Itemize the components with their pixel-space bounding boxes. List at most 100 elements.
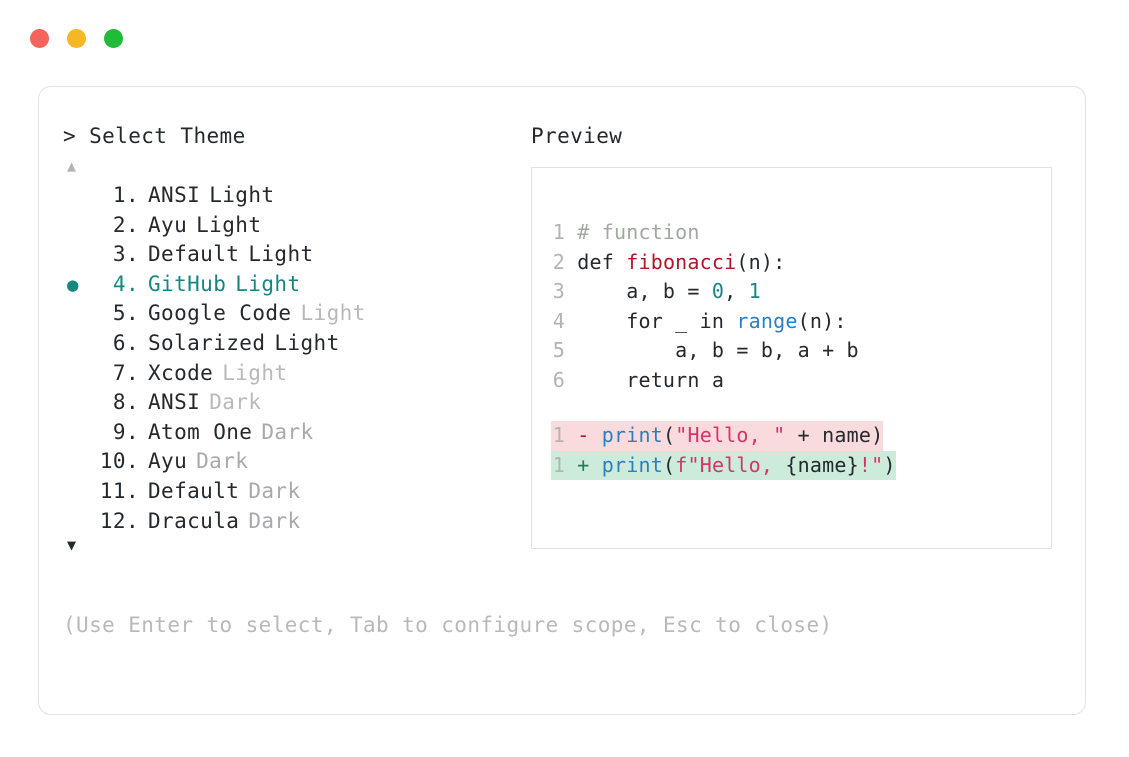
token-text: a, b = b, a + b xyxy=(577,338,859,362)
code-line: 1 # function xyxy=(551,218,1051,248)
token-builtin: range xyxy=(736,308,798,333)
list-item[interactable]: 7. Xcode Light xyxy=(63,359,531,389)
line-number: 5 xyxy=(552,338,565,362)
list-item[interactable]: 9. Atom One Dark xyxy=(63,418,531,448)
list-item[interactable]: 10. Ayu Dark xyxy=(63,447,531,477)
selection-bullet: ● xyxy=(67,273,79,296)
item-number: 6. xyxy=(112,330,139,355)
list-item[interactable]: 12. Dracula Dark xyxy=(63,507,531,537)
token-punct: ) xyxy=(883,452,896,477)
preview-panel: 1 # function 2 def fibonacci(n): 3 a, b … xyxy=(531,167,1052,549)
item-variant: Light xyxy=(196,212,262,237)
line-number: 1 xyxy=(552,220,565,244)
item-name: Solarized xyxy=(148,330,266,355)
token-text: for _ in xyxy=(577,308,737,333)
line-number: 3 xyxy=(552,279,565,303)
item-variant: Light xyxy=(274,330,340,355)
list-item[interactable]: 3. Default Light xyxy=(63,240,531,270)
page-title: > Select Theme xyxy=(63,121,531,151)
item-name: Atom One xyxy=(148,419,253,444)
scroll-down-icon[interactable]: ▼ xyxy=(67,536,77,555)
list-item-selected[interactable]: ● 4. GitHub Light xyxy=(63,270,531,300)
token-keyword: def xyxy=(577,249,627,274)
line-number: 6 xyxy=(552,367,565,392)
list-item[interactable]: 11. Default Dark xyxy=(63,477,531,507)
item-variant: Light xyxy=(209,183,275,207)
prompt-marker: > xyxy=(63,124,77,148)
token-number: 0 xyxy=(711,279,725,303)
diff-line-added: 1 + print(f"Hello, {name}!") xyxy=(551,450,896,480)
list-item[interactable]: 1. ANSI Light xyxy=(63,181,531,211)
list-item[interactable]: 2. Ayu Light xyxy=(63,211,531,241)
token-string: !" xyxy=(858,452,884,477)
theme-list-column: > Select Theme ▲ 1. ANSI Light 2. Ayu Li… xyxy=(63,121,531,621)
item-variant: Light xyxy=(222,360,288,385)
code-sample: 1 # function 2 def fibonacci(n): 3 a, b … xyxy=(532,196,1051,395)
item-variant: Dark xyxy=(196,449,249,474)
code-line: 4 for _ in range(n): xyxy=(551,307,1051,337)
item-number: 8. xyxy=(112,390,139,415)
token-comment: # function xyxy=(577,220,700,244)
token-punct: , xyxy=(724,279,749,303)
item-number: 5. xyxy=(112,301,139,326)
token-punct: ( xyxy=(662,452,676,477)
token-punct: ( xyxy=(662,423,676,447)
line-number: 1 xyxy=(552,423,565,447)
preview-column: Preview 1 # function 2 def fibonacci(n):… xyxy=(531,121,1055,621)
item-name: ANSI xyxy=(148,390,201,415)
token-punct: (n): xyxy=(736,249,786,274)
diff-marker-added: + xyxy=(577,452,590,477)
code-line: 5 a, b = b, a + b xyxy=(551,336,1051,366)
item-variant: Light xyxy=(235,271,301,296)
diff-marker-removed: - xyxy=(577,423,590,447)
item-name: Xcode xyxy=(148,360,214,385)
token-number: 1 xyxy=(748,279,761,303)
picker-columns: > Select Theme ▲ 1. ANSI Light 2. Ayu Li… xyxy=(63,121,1055,621)
item-variant: Dark xyxy=(248,478,301,503)
item-number: 7. xyxy=(112,360,139,385)
item-number: 11. xyxy=(99,478,139,503)
window-zoom-button[interactable] xyxy=(104,28,123,48)
diff-sample: 1 - print("Hello, " + name) 1 + print(f"… xyxy=(532,395,1051,480)
list-item[interactable]: 6. Solarized Light xyxy=(63,329,531,359)
item-variant: Dark xyxy=(209,390,262,415)
theme-picker-card: > Select Theme ▲ 1. ANSI Light 2. Ayu Li… xyxy=(38,86,1086,715)
item-name: Dracula xyxy=(148,508,240,533)
token-text: + name xyxy=(785,423,872,447)
item-name: GitHub xyxy=(148,271,227,296)
list-item[interactable]: 5. Google Code Light xyxy=(63,299,531,329)
item-variant: Dark xyxy=(248,508,301,533)
token-punct: ) xyxy=(871,423,884,447)
item-number: 4. xyxy=(112,271,139,296)
item-name: ANSI xyxy=(148,183,201,207)
window-close-button[interactable] xyxy=(30,28,49,48)
token-interp: {name} xyxy=(773,452,859,477)
code-line: 3 a, b = 0, 1 xyxy=(551,277,1051,307)
token-text: return a xyxy=(577,367,725,392)
token-string: "Hello, " xyxy=(675,423,786,447)
item-number: 9. xyxy=(112,419,139,444)
token-punct: (n): xyxy=(797,308,847,333)
window-titlebar xyxy=(0,0,1129,76)
item-name: Ayu xyxy=(148,449,188,474)
code-line: 6 return a xyxy=(551,366,1051,396)
token-function: fibonacci xyxy=(626,249,737,274)
item-variant: Light xyxy=(248,242,314,267)
token-text: a, b = xyxy=(577,279,712,303)
prompt-title: Select Theme xyxy=(89,124,246,148)
scroll-up-icon[interactable]: ▲ xyxy=(67,157,77,175)
item-number: 10. xyxy=(99,449,139,474)
window-minimize-button[interactable] xyxy=(67,28,86,48)
item-name: Google Code xyxy=(148,301,292,326)
token-string: f"Hello, xyxy=(675,452,774,477)
list-item[interactable]: 8. ANSI Dark xyxy=(63,388,531,418)
line-number: 4 xyxy=(552,308,565,333)
prompt-spacer xyxy=(76,124,89,148)
token-builtin: print xyxy=(601,423,663,447)
token-builtin: print xyxy=(601,452,663,477)
item-variant: Dark xyxy=(261,419,314,444)
code-line: 2 def fibonacci(n): xyxy=(551,248,1051,278)
item-name: Ayu xyxy=(148,212,188,237)
preview-title: Preview xyxy=(531,124,623,148)
item-name: Default xyxy=(148,242,240,267)
